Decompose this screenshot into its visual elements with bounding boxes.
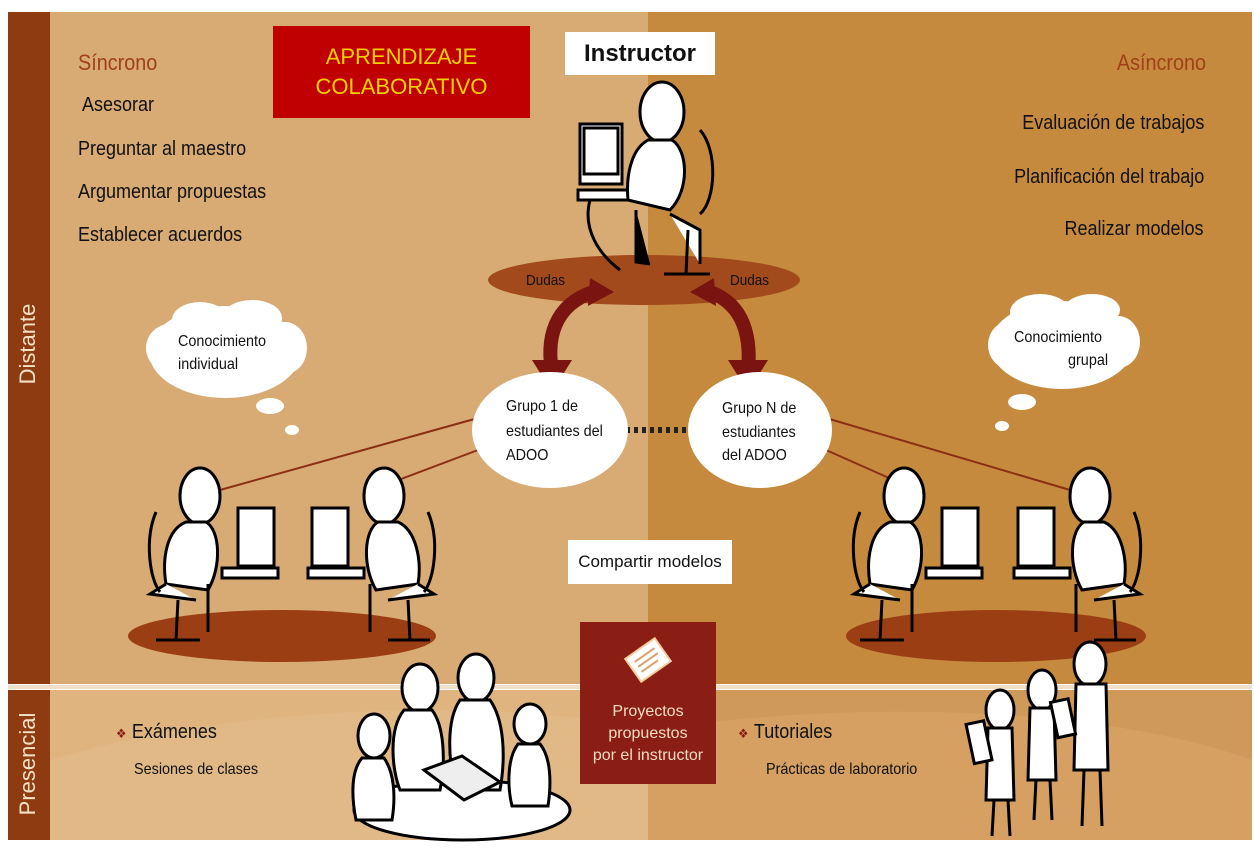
student-figure-icon <box>145 466 280 642</box>
group1-line-1: Grupo 1 de <box>506 398 579 415</box>
title-line-1: APRENDIZAJE <box>325 44 478 69</box>
student-figure-icon <box>306 466 439 642</box>
async-item: Planificación del trabajo <box>1013 166 1204 188</box>
distante-label: Distante <box>15 303 40 385</box>
student-figure-icon <box>1012 466 1145 642</box>
group-knowledge-line-2: grupal <box>1068 352 1109 369</box>
group-thought-bubble <box>988 294 1140 431</box>
share-models-box <box>568 540 732 584</box>
title-line-2: COLABORATIVO <box>315 74 488 99</box>
diamond-bullet-icon: ❖ <box>738 726 749 741</box>
diamond-bullet-icon: ❖ <box>116 726 127 741</box>
student-figure-icon <box>849 466 984 642</box>
title-box <box>273 26 530 118</box>
group1-ellipse <box>472 372 628 488</box>
class-sessions-label: Sesiones de clases <box>134 761 259 778</box>
projects-label: Proyectos propuestos por el instructor <box>580 694 716 774</box>
tutorials-item: ❖ Tutoriales <box>738 721 832 744</box>
standing-group-icon <box>964 640 1110 837</box>
individual-thought-bubble <box>146 300 307 435</box>
group-knowledge-line-1: Conocimiento <box>1014 329 1103 346</box>
title-label: APRENDIZAJE COLABORATIVO <box>273 26 530 118</box>
share-models-label: Compartir modelos <box>578 552 722 571</box>
sync-item: Preguntar al maestro <box>78 138 247 160</box>
groupn-ellipse <box>688 372 832 488</box>
presencial-label: Presencial <box>15 712 40 816</box>
sync-item: Argumentar propuestas <box>78 181 267 203</box>
individual-knowledge-line-1: Conocimiento <box>178 333 267 350</box>
lab-practices-label: Prácticas de laboratorio <box>766 761 918 778</box>
doubts-label-right: Dudas <box>730 272 770 289</box>
projects-line-2: propuestos <box>608 725 688 742</box>
group1-line-2: estudiantes del <box>506 423 603 440</box>
projects-line-3: por el instructor <box>592 747 704 764</box>
projects-line-1: Proyectos <box>612 703 684 720</box>
groupn-line-2: estudiantes <box>722 424 796 441</box>
distante-bar <box>8 12 50 684</box>
instructor-box <box>565 32 715 75</box>
group1-line-3: ADOO <box>506 447 549 464</box>
groupn-line-1: Grupo N de <box>722 400 797 417</box>
sync-item: Asesorar <box>82 94 155 116</box>
async-item: Evaluación de trabajos <box>1021 112 1204 134</box>
groupn-line-3: del ADOO <box>722 447 787 464</box>
async-heading: Asíncrono <box>1116 50 1206 75</box>
exams-item: ❖ Exámenes <box>116 721 217 744</box>
group1-floor <box>128 610 436 662</box>
groupn-floor <box>846 610 1146 662</box>
notebook-icon <box>623 636 673 684</box>
meeting-group-icon <box>351 652 572 842</box>
exams-label: Exámenes <box>131 721 217 743</box>
individual-knowledge-line-2: individual <box>178 356 239 373</box>
presencial-bar <box>8 690 50 840</box>
sync-heading: Síncrono <box>78 50 158 75</box>
doubts-label-left: Dudas <box>526 272 566 289</box>
sync-item: Establecer acuerdos <box>78 224 243 246</box>
async-item: Realizar modelos <box>1064 218 1204 240</box>
tutorials-label: Tutoriales <box>753 721 833 743</box>
instructor-figure-icon <box>576 80 715 276</box>
instructor-label: Instructor <box>583 39 696 67</box>
